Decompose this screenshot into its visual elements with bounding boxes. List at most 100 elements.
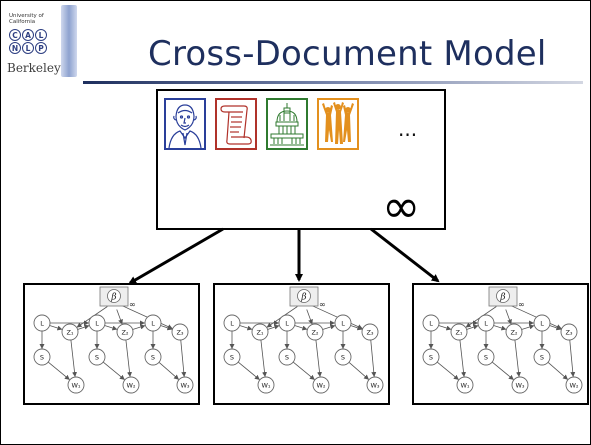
z-label: Z₃ (366, 329, 373, 337)
s-node (88, 348, 106, 366)
logo-university-text: University of California (9, 13, 59, 25)
scroll-icon (215, 98, 257, 150)
logo-letter: C (9, 29, 21, 41)
infinity-symbol: ∞ (382, 179, 421, 233)
logo-letter: L (22, 42, 34, 54)
l-node (334, 314, 352, 332)
beta-node (297, 289, 311, 303)
w-node (511, 376, 529, 394)
arrow-right (370, 227, 440, 283)
edge (438, 325, 452, 331)
z-label: Z₂ (121, 329, 128, 337)
z-node (505, 323, 523, 341)
edge (239, 325, 253, 331)
edge (267, 324, 280, 330)
s-node (477, 348, 495, 366)
plate-infinity: ∞ (129, 300, 136, 309)
z-label: Z₃ (176, 329, 183, 337)
l-label: L (429, 320, 433, 328)
logo-letter: L (35, 29, 47, 41)
s-label: S (341, 354, 345, 362)
document-collection-box: ... ∞ (156, 89, 446, 230)
edge (549, 325, 562, 331)
logo-letter: N (9, 42, 21, 54)
z-node (116, 323, 134, 341)
l-label: L (484, 320, 488, 328)
l-label: L (40, 320, 44, 328)
edge (436, 361, 459, 380)
l-node (144, 314, 162, 332)
edge (132, 324, 146, 330)
logo-letter: A (22, 29, 34, 41)
edge (306, 309, 313, 325)
edge (47, 361, 70, 380)
edge (466, 324, 479, 330)
logo-university-line1: University of (9, 13, 44, 19)
plate-infinity: ∞ (319, 300, 326, 309)
edge (77, 324, 90, 330)
arrow-left (128, 227, 224, 285)
s-node (422, 348, 440, 366)
edge (158, 361, 179, 380)
z-label: Z₁ (66, 329, 73, 337)
edge (569, 339, 576, 378)
edge (121, 304, 173, 329)
w-node (456, 376, 474, 394)
edge (510, 304, 562, 329)
z-node (450, 323, 468, 341)
w-label: W₁ (71, 382, 80, 390)
logo-bar (61, 5, 77, 77)
edge (292, 361, 315, 380)
w-label: W₁ (261, 382, 270, 390)
edge (505, 309, 512, 325)
edge (102, 361, 125, 380)
edge (125, 339, 133, 378)
w-node (312, 376, 330, 394)
w-node (176, 376, 194, 394)
l-node (477, 314, 495, 332)
w-label: W₃ (180, 382, 189, 390)
s-label: S (40, 354, 44, 362)
l-node (223, 314, 241, 332)
z-label: Z₃ (565, 329, 572, 337)
s-label: S (95, 354, 99, 362)
z-node (560, 323, 578, 341)
s-node (533, 348, 551, 366)
w-node (366, 376, 384, 394)
title-rule (83, 81, 583, 84)
w-node (257, 376, 275, 394)
beta-node (496, 289, 510, 303)
beta-label: β (300, 293, 306, 303)
logo-letter: P (35, 42, 47, 54)
w-label: W₂ (316, 382, 325, 390)
w-node (67, 376, 85, 394)
edge (459, 339, 467, 378)
w-label: W₁ (460, 382, 469, 390)
edge (70, 339, 78, 378)
edge (547, 361, 568, 380)
edge (348, 361, 369, 380)
z-node (171, 323, 189, 341)
edge (322, 324, 336, 330)
beta-label: β (110, 293, 116, 303)
logo-berkeley: Berkeley (7, 61, 61, 75)
z-node (61, 323, 79, 341)
edge (294, 325, 308, 331)
beta-label: β (499, 293, 505, 303)
z-node (251, 323, 269, 341)
edge (350, 325, 363, 331)
edge (514, 339, 522, 378)
people-icon (317, 98, 359, 150)
edge (311, 304, 363, 329)
z-label: Z₁ (455, 329, 462, 337)
s-node (278, 348, 296, 366)
l-node (278, 314, 296, 332)
edge (521, 324, 535, 330)
l-label: L (540, 320, 544, 328)
berkeley-nlp-logo: University of California C A L N L P Ber… (5, 5, 83, 79)
